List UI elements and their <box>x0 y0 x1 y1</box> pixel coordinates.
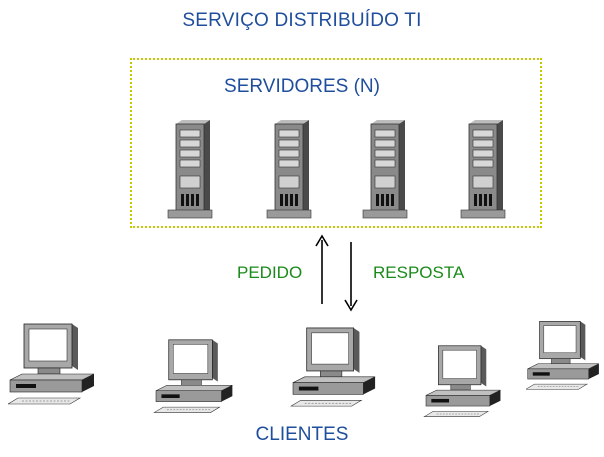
desktop-computer-icon <box>290 327 376 407</box>
diagram-title: SERVIÇO DISTRIBUÍDO TI <box>182 10 422 31</box>
desktop-computer-icon <box>153 339 233 413</box>
clients-label: CLIENTES <box>255 424 349 445</box>
desktop-computer-icon <box>423 345 501 417</box>
desktop-computer-icon <box>526 321 600 390</box>
server-tower-icon <box>362 120 408 219</box>
servers-label: SERVIDORES (N) <box>224 76 380 97</box>
server-tower-icon <box>266 120 312 219</box>
request-arrow-up <box>315 234 329 304</box>
request-label: PEDIDO <box>237 263 303 282</box>
servers-group-box <box>130 58 542 228</box>
response-arrow-down <box>344 242 358 312</box>
response-label: RESPOSTA <box>373 263 465 282</box>
server-tower-icon <box>460 120 506 219</box>
desktop-computer-icon <box>8 323 95 405</box>
server-tower-icon <box>167 120 213 219</box>
